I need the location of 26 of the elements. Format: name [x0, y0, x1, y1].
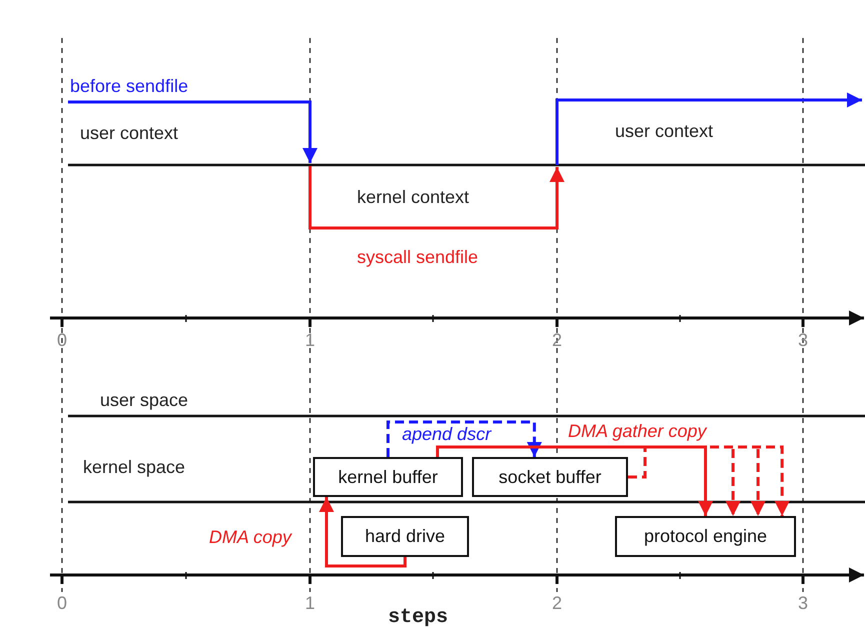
tick-label: 2 — [552, 593, 562, 613]
flow-label: before sendfile — [70, 76, 188, 96]
context-label: user context — [615, 121, 714, 141]
tick-label: 3 — [798, 593, 808, 613]
context-label: user context — [80, 123, 178, 143]
context-label: kernel context — [357, 187, 470, 207]
arrow — [436, 446, 713, 516]
arrow — [319, 497, 406, 568]
arrow — [628, 446, 790, 516]
edge-label: apend dscr — [400, 424, 494, 444]
tick-label: 0 — [57, 593, 68, 613]
device-box: hard drive — [341, 516, 469, 557]
tick-label: 1 — [305, 593, 316, 613]
arrow — [386, 420, 542, 457]
space-label: user space — [100, 390, 188, 410]
flow-label: syscall sendfile — [357, 247, 478, 267]
edge-label: DMA gather copy — [566, 421, 708, 441]
tick-label: 1 — [305, 330, 316, 350]
buffer-box: socket buffer — [472, 457, 628, 497]
axis-title: steps — [388, 608, 448, 628]
tick-label: 0 — [57, 330, 68, 350]
tick-label: 3 — [798, 330, 808, 350]
engine-box: protocol engine — [615, 516, 796, 557]
buffer-box: kernel buffer — [313, 457, 463, 497]
space-label: kernel space — [83, 457, 186, 477]
tick-label: 2 — [552, 330, 562, 350]
